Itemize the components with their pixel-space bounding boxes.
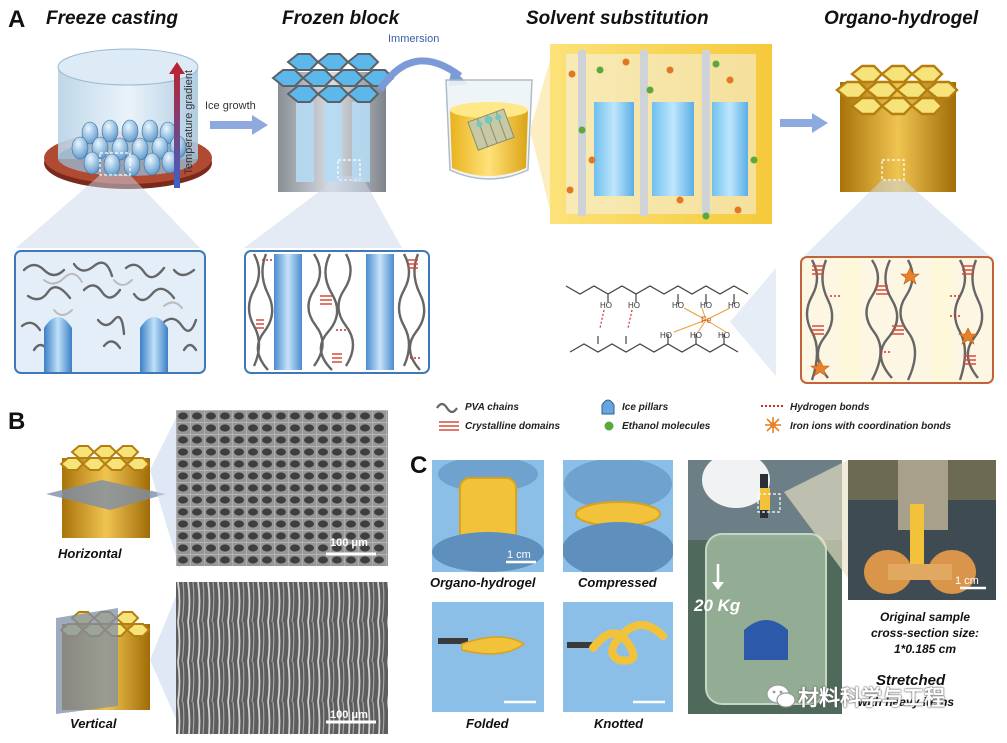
photo-label-organo-hydrogel: Organo-hydrogel	[430, 575, 536, 590]
legend-iron-ion-icon	[765, 417, 781, 433]
cross-section-line-3: 1*0.185 cm	[893, 642, 957, 656]
ice-growth-arrow	[210, 115, 268, 135]
immersion-label: Immersion	[388, 33, 440, 45]
sem-zoom-cones	[150, 410, 180, 728]
chem-oh-label-5: HO	[690, 331, 702, 340]
cross-section-line-2: cross-section size:	[870, 626, 980, 640]
molecular-zoom-organo-hydrogel	[800, 256, 994, 384]
legend-pva-chain-icon	[436, 402, 458, 414]
molecular-zoom-frozen-block	[244, 250, 430, 374]
stretched-sub-label: with heavy items	[858, 695, 955, 709]
photo-organo-hydrogel	[432, 460, 544, 572]
vertical-section-illustration	[56, 608, 151, 714]
stage-title-organo-hydrogel: Organo-hydrogel	[824, 8, 979, 29]
legend-ethanol-molecules: Ethanol molecules	[622, 421, 711, 432]
temperature-gradient-arrow	[169, 62, 185, 188]
legend-pva-chains: PVA chains	[465, 402, 519, 413]
panel-c-letter: C	[410, 452, 428, 479]
legend-hydrogen-bond-icon	[761, 405, 783, 407]
sem-horizontal-image	[176, 410, 388, 566]
stage-title-frozen-block: Frozen block	[282, 8, 400, 29]
chem-oh-label-7: HO	[600, 301, 612, 310]
ice-growth-label: Ice growth	[205, 100, 256, 112]
solvent-substitution-illustration	[530, 44, 772, 224]
legend-ethanol-molecule-icon	[604, 421, 614, 431]
organo-hydrogel-illustration	[835, 64, 959, 192]
photo-label-folded: Folded	[466, 716, 509, 731]
chem-oh-label-1: HO	[672, 301, 684, 310]
photo-weight-test	[688, 460, 842, 714]
sem-vertical-image	[176, 582, 388, 734]
stage-title-solvent-substitution: Solvent substitution	[526, 8, 709, 29]
panel-b-letter: B	[8, 408, 26, 435]
photo-folded	[432, 602, 544, 712]
panel-a-letter: A	[8, 6, 26, 33]
zoom-projection-cones	[16, 175, 990, 256]
wechat-logo-icon	[766, 684, 796, 708]
process-arrow	[780, 113, 828, 133]
weight-label: 20 Kg	[694, 596, 741, 615]
photo-compressed	[563, 460, 673, 572]
cross-section-line-1: Original sample	[879, 610, 971, 624]
stage-title-freeze-casting: Freeze casting	[46, 8, 178, 29]
beaker-illustration	[445, 79, 533, 180]
watermark-text: 材料科学与工程	[798, 686, 945, 710]
legend-hydrogen-bonds: Hydrogen bonds	[790, 402, 870, 413]
pva-iron-coordination-structure: HO HO HO HO HO HO Fe HO HO	[565, 268, 776, 376]
stretch-zoom-cone	[784, 460, 848, 578]
legend-iron-ions: Iron ions with coordination bonds	[790, 421, 952, 432]
molecular-zoom-freeze-casting	[14, 250, 206, 374]
photo-stretched-closeup	[848, 460, 996, 600]
stretched-scale-label: 1 cm	[955, 575, 979, 587]
organo-hydrogel-scale-label: 1 cm	[507, 549, 531, 561]
photo-label-knotted: Knotted	[594, 716, 644, 731]
vertical-label: Vertical	[70, 716, 117, 731]
legend-crystalline-domains: Crystalline domains	[465, 421, 561, 432]
legend-ice-pillar-icon	[601, 399, 615, 415]
legend-ice-pillars: Ice pillars	[622, 402, 669, 413]
chem-oh-label-3: HO	[728, 301, 740, 310]
chem-oh-label-8: HO	[628, 301, 640, 310]
sem-horizontal-scale-label: 100 μm	[330, 537, 368, 549]
horizontal-label: Horizontal	[58, 546, 122, 561]
horizontal-section-illustration	[46, 445, 166, 538]
frozen-block-illustration	[271, 53, 395, 192]
sem-vertical-scale-label: 100 μm	[330, 709, 368, 721]
chem-oh-label-6: HO	[718, 331, 730, 340]
stretched-label: Stretched	[876, 672, 946, 689]
chem-oh-label-2: HO	[700, 301, 712, 310]
photo-label-compressed: Compressed	[578, 575, 657, 590]
chem-fe-label: Fe	[701, 315, 712, 325]
photo-knotted	[563, 602, 673, 712]
chem-oh-label-4: HO	[660, 331, 672, 340]
legend-crystalline-domain-icon	[439, 421, 459, 431]
